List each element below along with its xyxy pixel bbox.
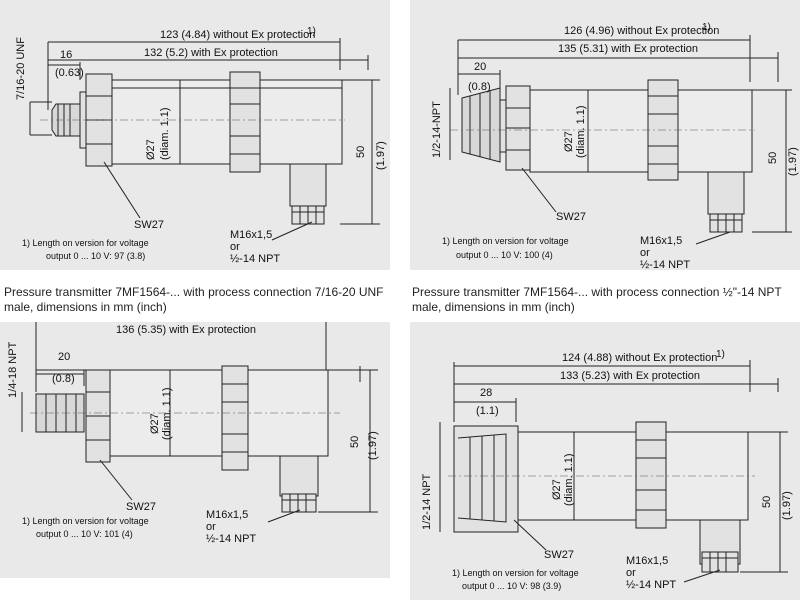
dim-with-ex: 133 (5.23) with Ex protection: [560, 370, 700, 382]
height-label: 50: [349, 436, 361, 448]
diameter-inch-label: (diam. 1.1): [161, 387, 173, 440]
dim-without-ex: 126 (4.96) without Ex protection: [564, 25, 719, 37]
note-line-2: output 0 ... 10 V: 101 (4): [36, 529, 133, 539]
height-inch-label: (1.97): [781, 491, 793, 520]
height-label: 50: [761, 496, 773, 508]
dim-small: 16: [60, 49, 72, 61]
note-line-2: output 0 ... 10 V: 98 (3.9): [462, 581, 561, 591]
note-line-1: 1) Length on version for voltage: [452, 568, 579, 578]
figure-caption-2: Pressure transmitter 7MF1564-... with pr…: [412, 285, 800, 315]
diameter-label: Ø27: [563, 131, 575, 152]
diameter-label: Ø27: [149, 413, 161, 434]
dim-without-ex: 124 (4.88) without Ex protection: [562, 352, 717, 364]
dim-small-inch: (0.63): [55, 67, 84, 79]
drawing-panel-1-4-18-npt: 136 (5.35) with Ex protection 20 (0.8) 1…: [0, 322, 390, 578]
connector-label-1: M16x1,5: [626, 555, 668, 567]
diameter-label: Ø27: [145, 139, 157, 160]
technical-drawing: 136 (5.35) with Ex protection 20 (0.8) 1…: [7, 322, 379, 545]
connector-label-3: ½-14 NPT: [230, 253, 280, 265]
connector-label-3: ½-14 NPT: [626, 579, 676, 591]
height-inch-label: (1.97): [375, 141, 387, 170]
thread-label: 7/16-20 UNF: [15, 37, 27, 100]
note-line-2: output 0 ... 10 V: 97 (3.8): [46, 251, 145, 261]
caption-line-1: Pressure transmitter 7MF1564-... with pr…: [4, 285, 384, 299]
note-line-1: 1) Length on version for voltage: [22, 238, 149, 248]
connector-label-3: ½-14 NPT: [206, 533, 256, 545]
connector-label-1: M16x1,5: [206, 509, 248, 521]
dim-with-ex: 132 (5.2) with Ex protection: [144, 47, 278, 59]
wrench-size-label: SW27: [556, 211, 586, 223]
connector-label-2: or: [626, 567, 636, 579]
dim-small-inch: (0.8): [52, 373, 75, 385]
dim-small: 20: [474, 61, 486, 73]
diameter-inch-label: (diam. 1.1): [159, 107, 171, 160]
thread-label: 1/2-14 NPT: [421, 473, 433, 530]
dim-with-ex: 136 (5.35) with Ex protection: [116, 324, 256, 336]
footnote-marker: 1): [716, 349, 725, 360]
connector-label-2: or: [230, 241, 240, 253]
diameter-inch-label: (diam. 1.1): [563, 453, 575, 506]
dim-small-inch: (0.8): [468, 81, 491, 93]
height-label: 50: [355, 146, 367, 158]
footnote-marker: 1): [702, 22, 711, 33]
dim-with-ex: 135 (5.31) with Ex protection: [558, 43, 698, 55]
diameter-inch-label: (diam. 1.1): [575, 105, 587, 158]
caption-line-1: Pressure transmitter 7MF1564-... with pr…: [412, 285, 782, 299]
dim-small-inch: (1.1): [476, 405, 499, 417]
thread-label: 1/2-14-NPT: [431, 101, 443, 158]
wrench-size-label: SW27: [544, 549, 574, 561]
diameter-label: Ø27: [551, 479, 563, 500]
caption-line-2: male, dimensions in mm (inch): [412, 300, 575, 314]
wrench-size-label: SW27: [126, 501, 156, 513]
drawing-panel-7-16-20-unf: 123 (4.84) without Ex protection 1) 132 …: [0, 0, 390, 270]
figure-caption-1: Pressure transmitter 7MF1564-... with pr…: [4, 285, 394, 315]
dim-small: 28: [480, 387, 492, 399]
footnote-marker: 1): [307, 26, 316, 37]
dim-small: 20: [58, 351, 70, 363]
height-inch-label: (1.97): [787, 147, 799, 176]
connector-label-1: M16x1,5: [640, 235, 682, 247]
drawing-panel-1-2-14-npt: 126 (4.96) without Ex protection 1) 135 …: [410, 0, 800, 270]
height-label: 50: [767, 152, 779, 164]
note-line-1: 1) Length on version for voltage: [442, 236, 569, 246]
technical-drawing: 124 (4.88) without Ex protection 1) 133 …: [421, 349, 793, 591]
dim-without-ex: 123 (4.84) without Ex protection: [160, 29, 315, 41]
note-line-2: output 0 ... 10 V: 100 (4): [456, 250, 553, 260]
thread-label: 1/4-18 NPT: [7, 341, 19, 398]
height-inch-label: (1.97): [367, 431, 379, 460]
connector-label-3: ½-14 NPT: [640, 259, 690, 270]
wrench-size-label: SW27: [134, 219, 164, 231]
connector-label-2: or: [206, 521, 216, 533]
drawing-panel-1-2-14-npt-female: 124 (4.88) without Ex protection 1) 133 …: [410, 322, 800, 600]
technical-drawing: 123 (4.84) without Ex protection 1) 132 …: [15, 26, 387, 265]
connector-label-1: M16x1,5: [230, 229, 272, 241]
technical-drawing: 126 (4.96) without Ex protection 1) 135 …: [431, 22, 799, 270]
caption-line-2: male, dimensions in mm (inch): [4, 300, 167, 314]
connector-label-2: or: [640, 247, 650, 259]
note-line-1: 1) Length on version for voltage: [22, 516, 149, 526]
